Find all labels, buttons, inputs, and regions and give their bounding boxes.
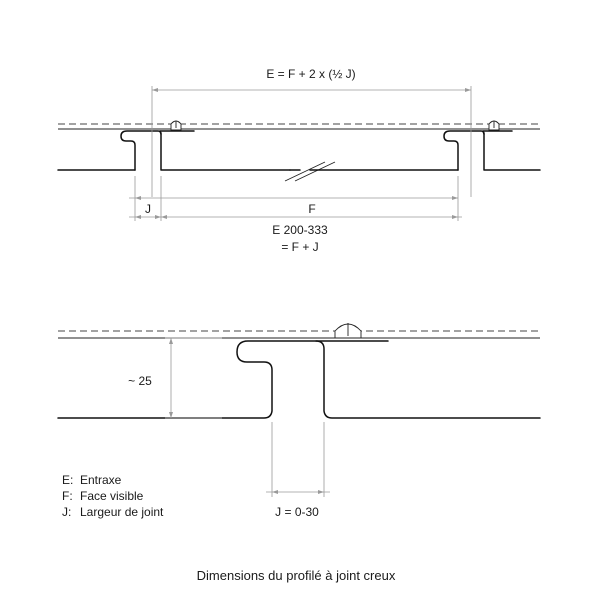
legend-key-f: F: xyxy=(62,489,73,503)
right-joint-profile xyxy=(443,130,541,171)
entraxe-line2: = F + J xyxy=(281,240,318,254)
screw-icon xyxy=(170,120,182,131)
legend-key-j: J: xyxy=(62,505,71,519)
figure-caption: Dimensions du profilé à joint creux xyxy=(197,568,396,583)
break-line-1 xyxy=(284,161,326,182)
top-formula: E = F + 2 x (½ J) xyxy=(266,67,355,81)
label-j: J xyxy=(145,202,151,216)
screw-icon xyxy=(488,120,500,131)
joint-label: J = 0-30 xyxy=(275,505,319,519)
legend: E: Entraxe F: Face visible J: Largeur de… xyxy=(62,473,164,519)
right-joint-lip xyxy=(482,130,513,135)
bottom-detail: ~ 25 J = 0-30 xyxy=(57,323,541,519)
screw-icon xyxy=(334,323,362,339)
break-line-2 xyxy=(294,161,336,182)
entraxe-line1: E 200-333 xyxy=(272,223,328,237)
left-joint-lip xyxy=(159,130,195,135)
legend-text-e: Entraxe xyxy=(80,473,122,487)
depth-label: ~ 25 xyxy=(128,374,152,388)
legend-text-f: Face visible xyxy=(80,489,144,503)
legend-text-j: Largeur de joint xyxy=(80,505,164,519)
bottom-joint-profile xyxy=(57,340,541,419)
top-detail: E = F + 2 x (½ J) J F E 200-333 = F + J xyxy=(57,67,541,254)
legend-key-e: E: xyxy=(62,473,73,487)
label-f: F xyxy=(308,202,315,216)
left-joint-profile xyxy=(120,130,291,171)
